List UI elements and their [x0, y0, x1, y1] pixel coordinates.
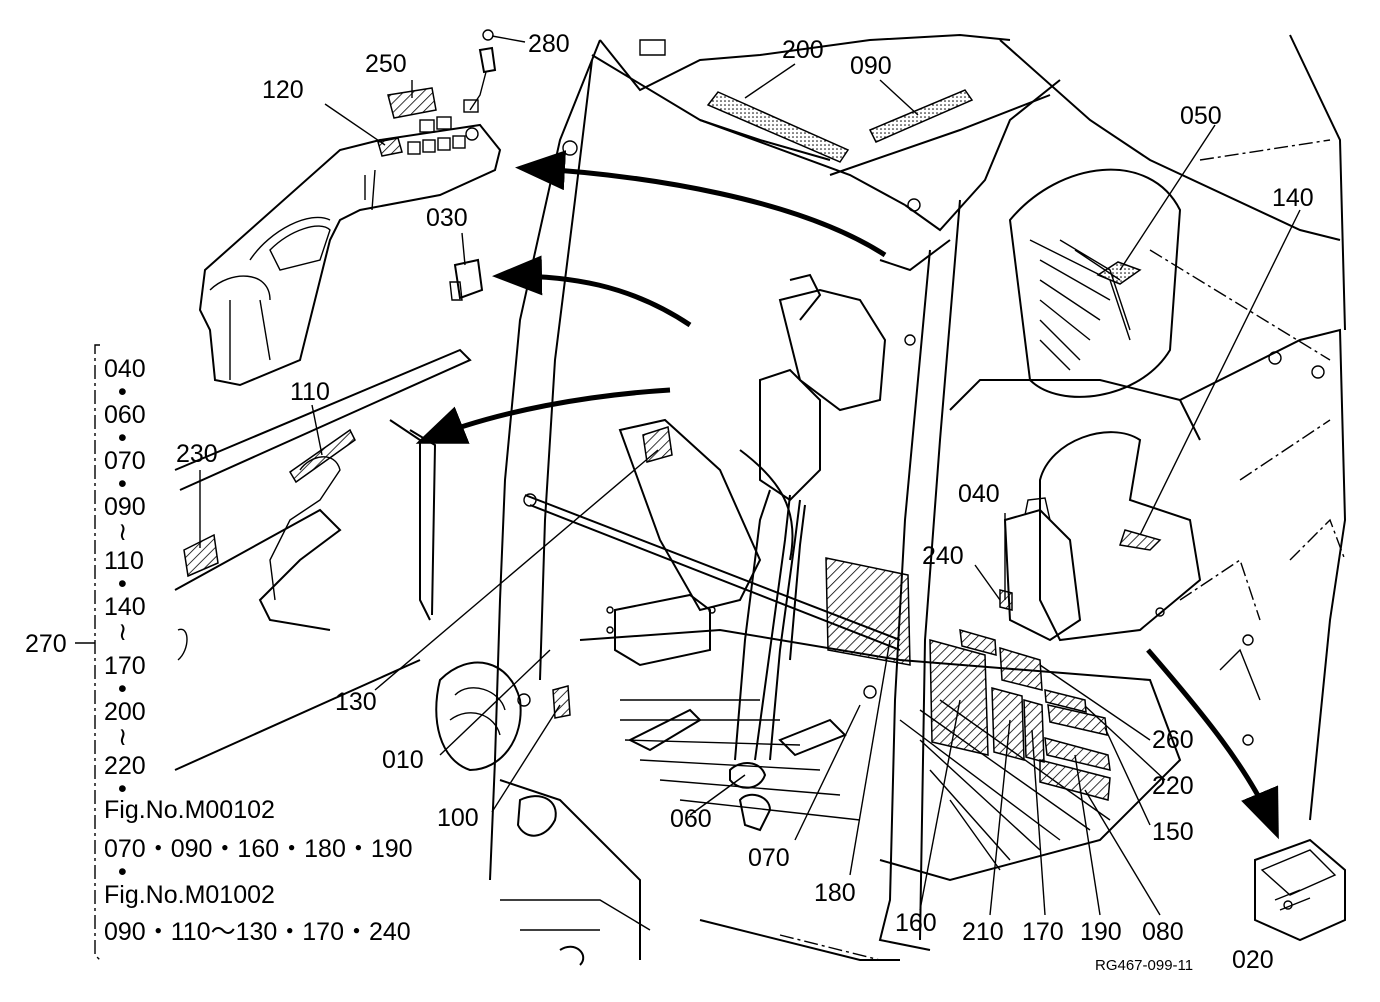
- callout-030: 030: [426, 204, 468, 232]
- group-270-item: 200: [104, 698, 146, 726]
- callout-110: 110: [290, 378, 330, 406]
- callout-220: 220: [1152, 772, 1194, 800]
- group-270-item: 070: [104, 447, 146, 475]
- callout-200: 200: [782, 36, 824, 64]
- group-270-list: 040 • 060 • 070 • 090 ≀ 110 • 140 ≀ 170 …: [104, 355, 413, 946]
- group-270-item: •: [118, 570, 127, 598]
- decal-180: [825, 557, 911, 666]
- decal-200: [706, 91, 850, 163]
- group-270-item: •: [118, 675, 127, 703]
- ref1-title: Fig.No.M00102: [104, 796, 275, 824]
- callout-240: 240: [922, 542, 964, 570]
- callout-080: 080: [1142, 918, 1184, 946]
- decal-130: [642, 426, 673, 463]
- callout-010: 010: [382, 746, 424, 774]
- decal-250: [387, 87, 437, 119]
- callout-250: 250: [365, 50, 407, 78]
- decal-260: [999, 646, 1043, 691]
- explosion-arrows: [415, 150, 1279, 840]
- group-270-item: 090: [104, 493, 146, 521]
- decal-110: [288, 428, 356, 484]
- callout-020: 020: [1232, 946, 1274, 974]
- leader-lines: [75, 35, 1301, 963]
- ref2-title: Fig.No.M01002: [104, 881, 275, 909]
- decal-210: [991, 687, 1025, 761]
- group-270-item: 060: [104, 401, 146, 429]
- callout-190: 190: [1080, 918, 1122, 946]
- callout-280: 280: [528, 30, 570, 58]
- callout-180: 180: [814, 879, 856, 907]
- callout-230: 230: [176, 440, 218, 468]
- callouts: 280 250 120 030 200 090 050 140 110 230 …: [25, 30, 1314, 974]
- callout-050: 050: [1180, 102, 1222, 130]
- callout-040: 040: [958, 480, 1000, 508]
- group-270-item: 220: [104, 752, 146, 780]
- decal-220: [1044, 689, 1087, 713]
- group-270-item: 040: [104, 355, 146, 383]
- callout-090: 090: [850, 52, 892, 80]
- decal-120: [377, 137, 403, 157]
- group-270-item: 110: [104, 547, 144, 575]
- ref1-parts: 070・090・160・180・190: [104, 835, 413, 863]
- callout-170: 170: [1022, 918, 1064, 946]
- callout-130: 130: [335, 688, 377, 716]
- callout-100: 100: [437, 804, 479, 832]
- decal-150: [1047, 704, 1108, 736]
- group-270-item: •: [118, 470, 127, 498]
- decal-080: [1039, 759, 1111, 801]
- ref-separator: •: [118, 858, 127, 886]
- group-270-item: •: [118, 378, 127, 406]
- decal-090: [868, 89, 974, 143]
- decal-190: [1044, 736, 1111, 771]
- decals: [183, 87, 1162, 801]
- decal-050: [1096, 261, 1142, 285]
- group-270-item: ≀: [118, 618, 127, 646]
- group-270-item: •: [118, 424, 127, 452]
- decal-140: [1119, 529, 1162, 551]
- callout-150: 150: [1152, 818, 1194, 846]
- callout-270: 270: [25, 630, 67, 658]
- callout-260: 260: [1152, 726, 1194, 754]
- cab-structure: [174, 29, 1347, 966]
- callout-060: 060: [670, 805, 712, 833]
- decal-230: [183, 533, 219, 578]
- group-270-item: 140: [104, 593, 146, 621]
- drawing-code: RG467-099-11: [1095, 957, 1193, 974]
- group-270-item: ≀: [118, 518, 127, 546]
- callout-160: 160: [895, 909, 937, 937]
- callout-070: 070: [748, 844, 790, 872]
- group-270-item: 170: [104, 652, 146, 680]
- callout-140: 140: [1272, 184, 1314, 212]
- callout-120: 120: [262, 76, 304, 104]
- ref2-parts: 090・110〜130・170・240: [104, 918, 411, 946]
- callout-210: 210: [962, 918, 1004, 946]
- decal-040: [999, 589, 1013, 611]
- decal-160: [929, 639, 989, 756]
- group-270-item: ≀: [118, 723, 127, 751]
- decal-240: [959, 628, 997, 656]
- group-270-item: •: [118, 775, 127, 803]
